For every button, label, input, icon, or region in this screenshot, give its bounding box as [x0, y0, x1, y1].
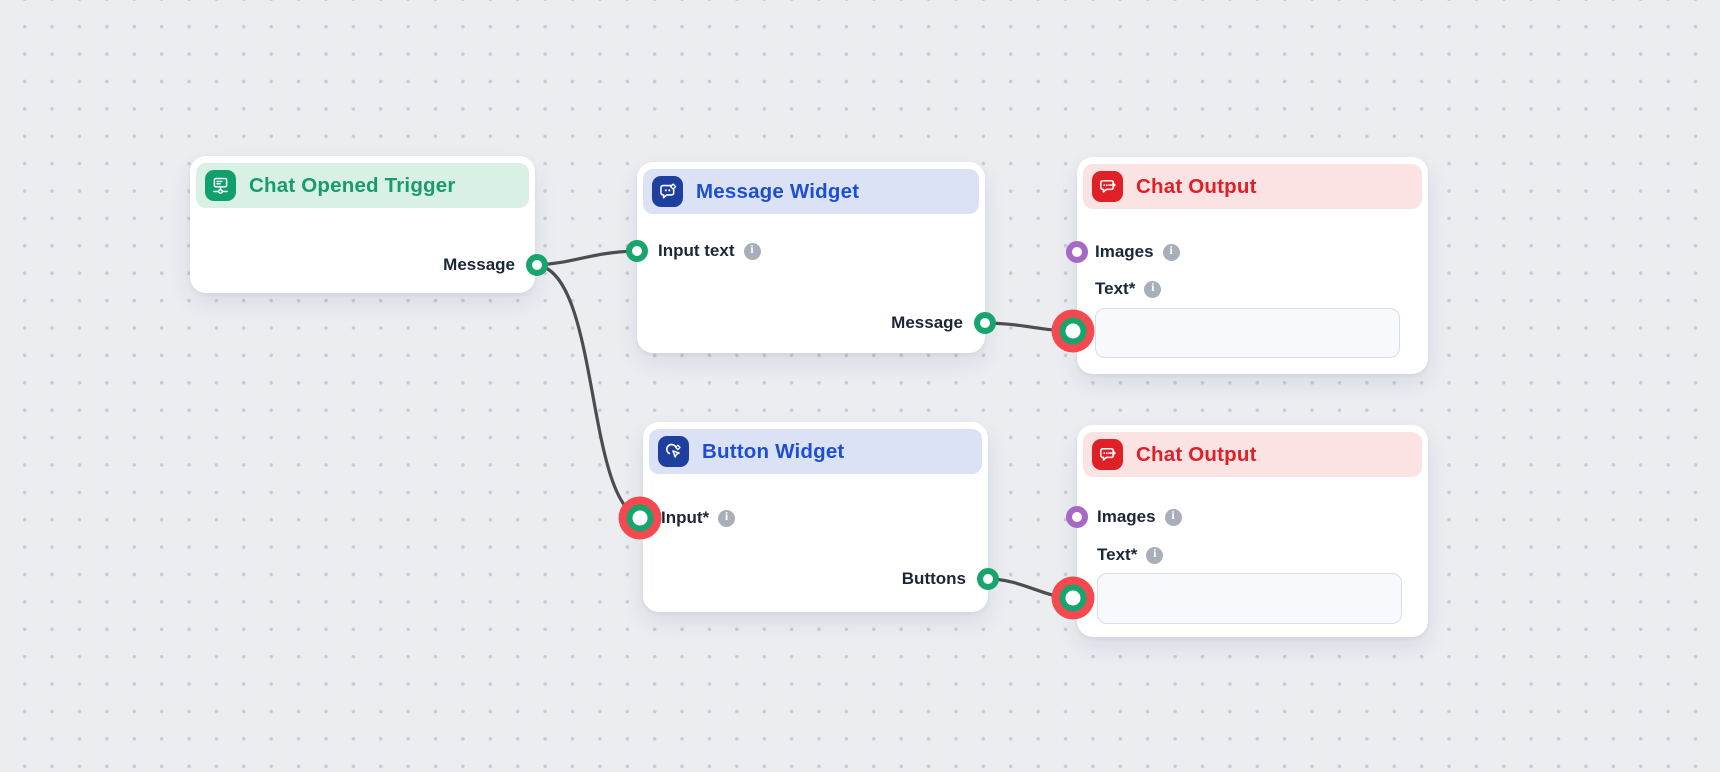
input-label: Text* — [1097, 545, 1138, 564]
input-row-input: Input* i — [661, 508, 736, 528]
info-icon[interactable]: i — [1146, 546, 1164, 564]
info-icon[interactable]: i — [743, 242, 761, 260]
info-icon[interactable]: i — [1144, 280, 1162, 298]
output-label: Buttons — [901, 569, 966, 588]
port-trigger-message-output[interactable] — [526, 254, 548, 276]
input-label: Text* — [1095, 279, 1136, 298]
input-row-text: Text* i — [1097, 545, 1164, 565]
port-button-widget-input[interactable] — [618, 496, 662, 540]
input-label: Input text — [658, 241, 735, 260]
output-label: Message — [891, 313, 963, 332]
port-chat-output-2-text-input[interactable] — [1051, 576, 1095, 620]
chat-output-icon — [1092, 439, 1123, 470]
input-row-text: Text* i — [1095, 279, 1162, 299]
node-title: Message Widget — [696, 179, 860, 203]
node-title: Button Widget — [702, 439, 845, 463]
node-header: Chat Opened Trigger — [196, 163, 529, 208]
port-inner-ring — [626, 504, 654, 532]
port-chat-output-1-text-input[interactable] — [1051, 309, 1095, 353]
node-chat-opened-trigger[interactable]: Chat Opened Trigger Message — [190, 156, 535, 293]
output-row-message: Message — [443, 255, 515, 275]
node-title: Chat Output — [1136, 174, 1257, 198]
node-title: Chat Output — [1136, 442, 1257, 466]
input-label: Input* — [661, 508, 710, 527]
node-header: Message Widget — [643, 169, 979, 214]
output-row-message: Message — [891, 313, 963, 333]
port-chat-output-1-images-input[interactable] — [1066, 241, 1088, 263]
input-row-images: Images i — [1097, 507, 1182, 527]
node-header: Button Widget — [649, 429, 982, 474]
input-row-images: Images i — [1095, 242, 1180, 262]
port-button-widget-buttons-output[interactable] — [977, 568, 999, 590]
text-input[interactable] — [1095, 308, 1400, 358]
input-label: Images — [1095, 242, 1154, 261]
button-widget-icon — [658, 436, 689, 467]
info-icon[interactable]: i — [1162, 243, 1180, 261]
edge-trigger-to-button-widget[interactable] — [535, 263, 642, 520]
node-message-widget[interactable]: Message Widget Input text i Message — [637, 162, 985, 353]
input-label: Images — [1097, 507, 1156, 526]
port-inner-ring — [1059, 317, 1087, 345]
node-header: Chat Output — [1083, 164, 1422, 209]
message-widget-icon — [652, 176, 683, 207]
info-icon[interactable]: i — [1164, 508, 1182, 526]
output-label: Message — [443, 255, 515, 274]
input-row-input-text: Input text i — [658, 241, 761, 261]
info-icon[interactable]: i — [718, 509, 736, 527]
chat-opened-trigger-icon — [205, 170, 236, 201]
port-inner-ring — [1059, 584, 1087, 612]
node-button-widget[interactable]: Button Widget Input* i Buttons — [643, 422, 988, 612]
output-row-buttons: Buttons — [902, 569, 966, 589]
port-chat-output-2-images-input[interactable] — [1066, 506, 1088, 528]
node-chat-output-1[interactable]: Chat Output Images i Text* i — [1077, 157, 1428, 374]
node-title: Chat Opened Trigger — [249, 173, 456, 197]
text-input[interactable] — [1097, 573, 1402, 624]
port-message-widget-message-output[interactable] — [974, 312, 996, 334]
chat-output-icon — [1092, 171, 1123, 202]
edge-trigger-to-message-widget[interactable] — [535, 249, 639, 267]
node-header: Chat Output — [1083, 432, 1422, 477]
node-chat-output-2[interactable]: Chat Output Images i Text* i — [1077, 425, 1428, 637]
port-message-widget-input-text[interactable] — [626, 240, 648, 262]
